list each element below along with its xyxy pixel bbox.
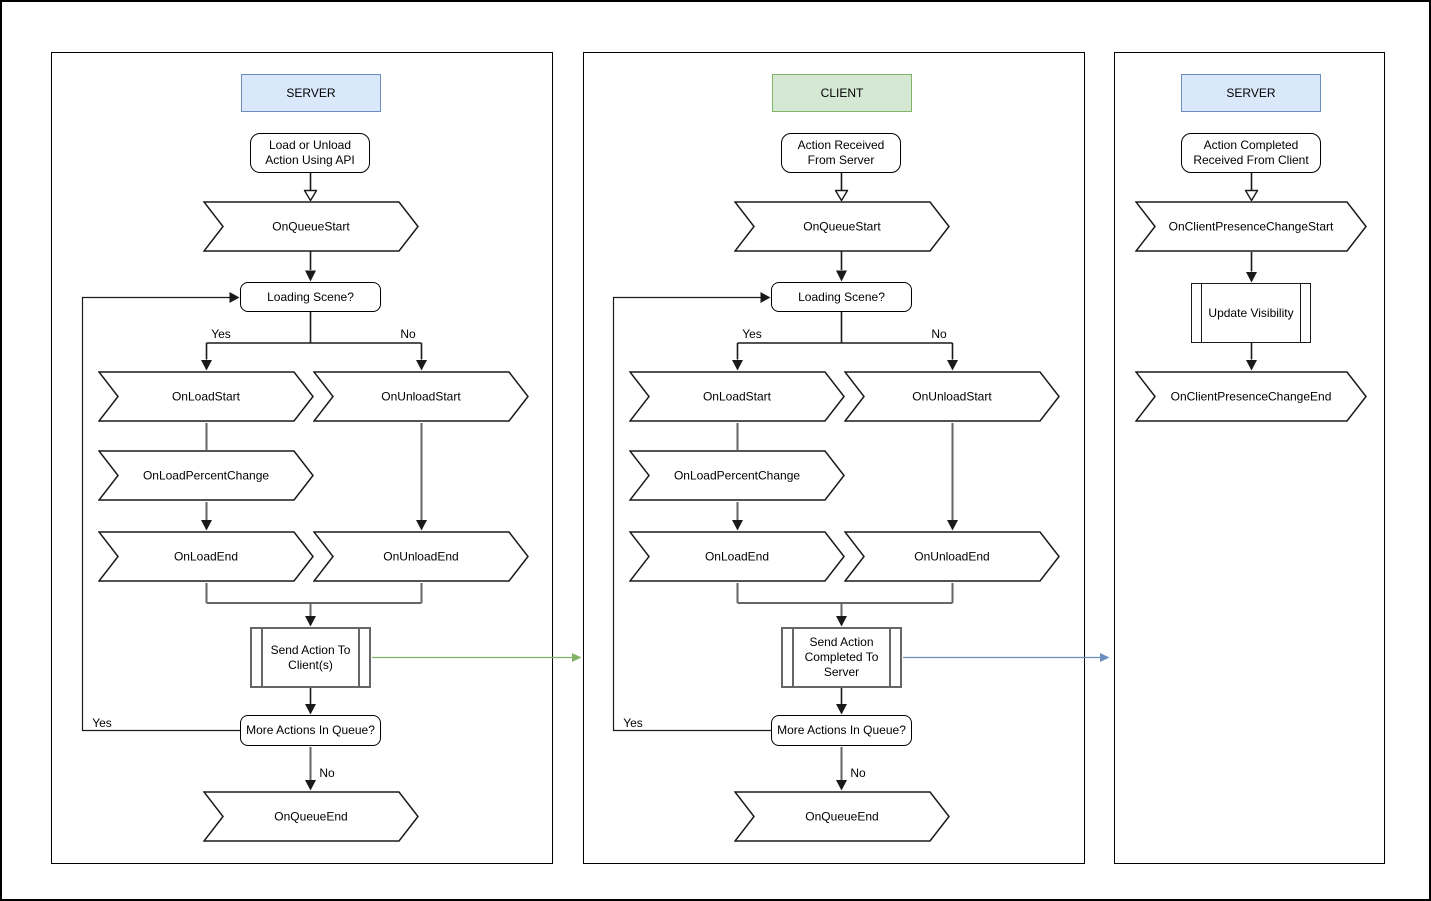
signal-shape xyxy=(98,531,314,582)
header-server-right: SERVER xyxy=(1181,74,1321,112)
signal-shape xyxy=(98,450,314,501)
node-on-load-end: OnLoadEnd xyxy=(629,531,845,582)
node-label: OnLoadPercentChange xyxy=(673,468,801,482)
node-more-actions-in-queue: More Actions In Queue? xyxy=(240,715,381,746)
node-label: OnLoadEnd xyxy=(704,549,770,563)
signal-shape xyxy=(1135,371,1367,422)
node-label: OnQueueEnd xyxy=(805,809,879,823)
node-on-load-percent-change: OnLoadPercentChange xyxy=(629,450,845,501)
node-label: Loading Scene? xyxy=(267,289,354,304)
cross-arrowhead-to-client xyxy=(572,653,582,662)
panel-client xyxy=(583,52,1085,864)
header-label: SERVER xyxy=(286,85,336,100)
node-action-received-from-server: Action Received From Server xyxy=(781,133,901,173)
panel-server-right xyxy=(1114,52,1385,864)
node-label: OnClientPresenceChangeEnd xyxy=(1170,389,1332,403)
node-on-client-presence-change-end: OnClientPresenceChangeEnd xyxy=(1135,371,1367,422)
cross-arrowhead-to-server xyxy=(1100,653,1110,662)
node-label: Send Action To Client(s) xyxy=(270,642,351,672)
header-client: CLIENT xyxy=(772,74,912,112)
node-more-actions-in-queue: More Actions In Queue? xyxy=(771,715,912,746)
node-loading-scene: Loading Scene? xyxy=(240,282,381,312)
node-on-queue-end: OnQueueEnd xyxy=(734,791,950,842)
signal-shape xyxy=(203,201,419,252)
signal-shape xyxy=(844,371,1060,422)
node-label: Action Completed Received From Client xyxy=(1193,138,1309,167)
header-label: SERVER xyxy=(1226,85,1276,100)
panel-server-left xyxy=(51,52,553,864)
node-label: OnLoadStart xyxy=(171,389,241,403)
node-label: OnUnloadStart xyxy=(912,389,992,403)
node-on-load-end: OnLoadEnd xyxy=(98,531,314,582)
node-on-load-start: OnLoadStart xyxy=(629,371,845,422)
node-label: OnUnloadEnd xyxy=(914,549,990,563)
signal-shape xyxy=(313,371,529,422)
node-on-queue-start: OnQueueStart xyxy=(734,201,950,252)
node-on-queue-end: OnQueueEnd xyxy=(203,791,419,842)
signal-shape xyxy=(629,450,845,501)
node-on-unload-end: OnUnloadEnd xyxy=(844,531,1060,582)
signal-shape xyxy=(629,371,845,422)
node-label: OnClientPresenceChangeStart xyxy=(1168,219,1334,233)
node-label: OnUnloadEnd xyxy=(383,549,459,563)
node-on-load-start: OnLoadStart xyxy=(98,371,314,422)
signal-shape xyxy=(844,531,1060,582)
node-on-unload-start: OnUnloadStart xyxy=(313,371,529,422)
node-label: OnUnloadStart xyxy=(381,389,461,403)
node-label: Send Action Completed To Server xyxy=(804,635,879,679)
node-label: Load or Unload Action Using API xyxy=(265,138,355,167)
node-on-queue-start: OnQueueStart xyxy=(203,201,419,252)
signal-shape xyxy=(1135,201,1367,252)
signal-shape xyxy=(734,791,950,842)
edge-label-yes: Yes xyxy=(742,327,762,341)
signal-shape xyxy=(203,791,419,842)
node-on-unload-start: OnUnloadStart xyxy=(844,371,1060,422)
node-label: OnQueueEnd xyxy=(274,809,348,823)
node-on-load-percent-change: OnLoadPercentChange xyxy=(98,450,314,501)
header-label: CLIENT xyxy=(820,85,864,100)
node-label: Action Received From Server xyxy=(797,138,885,167)
edge-label-loop-yes: Yes xyxy=(92,716,112,730)
signal-shape xyxy=(734,201,950,252)
edge-label-yes: Yes xyxy=(211,327,231,341)
node-label: OnLoadPercentChange xyxy=(142,468,270,482)
header-server-left: SERVER xyxy=(241,74,381,112)
node-send-action-completed-to-server: Send Action Completed To Server xyxy=(781,627,902,688)
node-on-unload-end: OnUnloadEnd xyxy=(313,531,529,582)
edge-label-no: No xyxy=(400,327,416,341)
edge-label-queue-no: No xyxy=(850,766,866,780)
node-label: OnLoadStart xyxy=(702,389,772,403)
node-on-client-presence-change-start: OnClientPresenceChangeStart xyxy=(1135,201,1367,252)
signal-shape xyxy=(313,531,529,582)
node-update-visibility: Update Visibility xyxy=(1191,283,1311,343)
node-action-completed-received: Action Completed Received From Client xyxy=(1181,133,1321,173)
node-label: OnQueueStart xyxy=(803,219,881,233)
edge-label-no: No xyxy=(931,327,947,341)
node-label: Update Visibility xyxy=(1208,305,1294,320)
node-label: Loading Scene? xyxy=(798,289,885,304)
node-label: OnQueueStart xyxy=(272,219,350,233)
node-loading-scene: Loading Scene? xyxy=(771,282,912,312)
node-label: More Actions In Queue? xyxy=(777,723,906,737)
node-label: More Actions In Queue? xyxy=(246,723,375,737)
node-load-or-unload-action: Load or Unload Action Using API xyxy=(250,133,370,173)
signal-shape xyxy=(98,371,314,422)
signal-shape xyxy=(629,531,845,582)
node-send-action-to-clients: Send Action To Client(s) xyxy=(250,627,371,688)
edge-label-queue-no: No xyxy=(319,766,335,780)
edge-label-loop-yes: Yes xyxy=(623,716,643,730)
node-label: OnLoadEnd xyxy=(173,549,239,563)
